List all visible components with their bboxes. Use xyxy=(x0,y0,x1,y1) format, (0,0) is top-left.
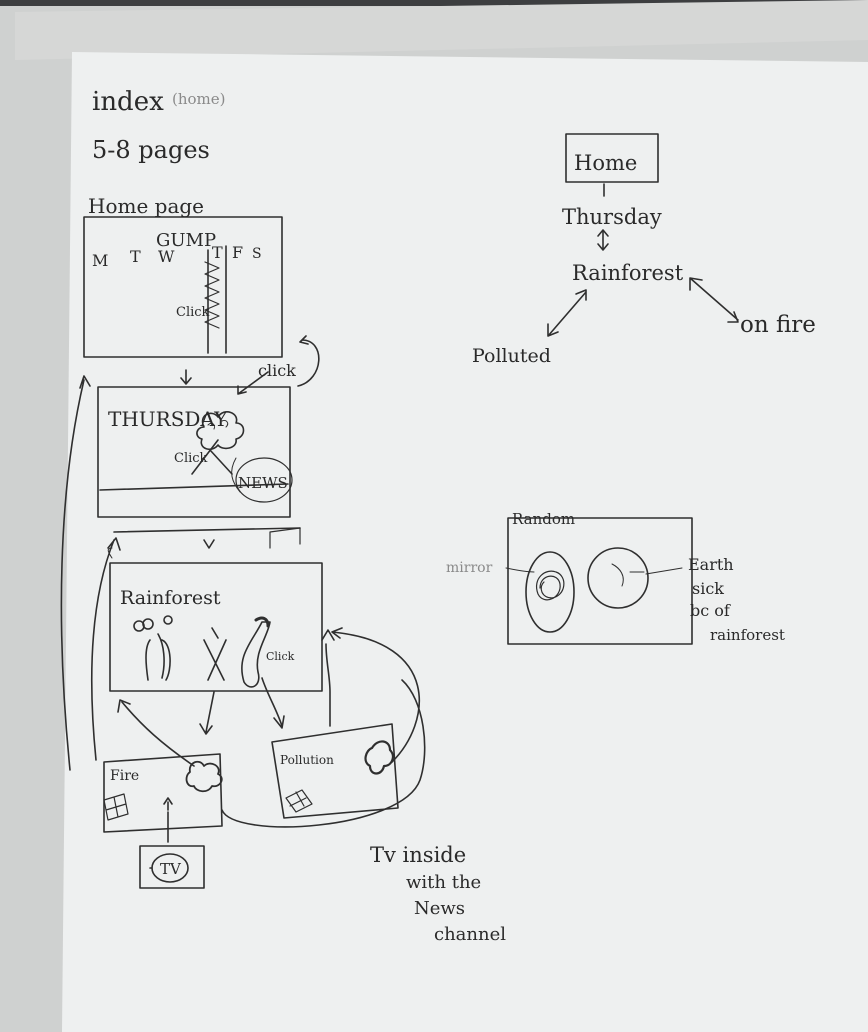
tv-note-line3: News xyxy=(414,898,465,919)
random-earth-line1: Earth xyxy=(688,555,734,574)
arrow-pollution-up xyxy=(321,629,335,727)
home-wireframe-title: GUMP xyxy=(156,230,216,251)
pollution-window-icon xyxy=(285,789,313,813)
home-day-t: T xyxy=(130,247,141,266)
tv-note-line1: Tv inside xyxy=(370,843,466,867)
thursday-news-circle xyxy=(235,457,293,503)
thursday-click: Click xyxy=(174,451,208,466)
random-earth-circle xyxy=(587,547,649,609)
tree-top-3 xyxy=(163,615,173,625)
sitemap-arrow-rainforest-onfire xyxy=(689,277,739,323)
sitemap-polluted: Polluted xyxy=(472,345,551,367)
arrow-rainforest-to-pollution xyxy=(261,677,285,729)
arrow-fire-loop xyxy=(221,679,426,828)
home-day-thursday: T xyxy=(212,243,223,262)
arrow-home-to-thursday xyxy=(180,369,192,385)
arrow-rainforest-to-fire xyxy=(199,691,215,735)
note-home-page: Home page xyxy=(88,194,204,218)
arrow-click-to-thursday xyxy=(237,371,269,395)
home-click-center: Click xyxy=(176,305,210,320)
thursday-cloud-icon xyxy=(196,411,245,451)
arrow-tv-to-fire xyxy=(163,797,173,811)
home-day-m: M xyxy=(92,251,108,270)
pollution-wireframe-box xyxy=(271,723,399,819)
sitemap-arrow-rainforest-polluted xyxy=(547,289,587,337)
random-earth-line3: bc of xyxy=(690,601,731,620)
random-earth-line4: rainforest xyxy=(710,626,785,644)
arrow-loop-back-home xyxy=(297,335,320,387)
fire-wireframe-title: Fire xyxy=(110,768,139,784)
random-mirror-oval xyxy=(525,551,575,633)
sitemap-on-fire: on fire xyxy=(740,312,816,338)
home-day-f: F xyxy=(232,243,243,262)
sitemap-home: Home xyxy=(574,151,637,175)
tv-note-line2: with the xyxy=(406,872,481,893)
rainforest-animal-left xyxy=(145,633,171,681)
rainforest-outer-top xyxy=(113,527,301,533)
random-earth-line2: sick xyxy=(692,579,724,598)
random-title: Random xyxy=(512,510,575,528)
arrow-fire-to-thursday xyxy=(90,537,121,761)
pollution-wireframe-title: Pollution xyxy=(280,753,334,767)
rainforest-right-tab xyxy=(269,527,301,549)
rainforest-wireframe-title: Rainforest xyxy=(120,587,221,609)
fire-wireframe-box xyxy=(103,753,223,833)
rainforest-wireframe-box xyxy=(109,562,323,692)
rainforest-click: Click xyxy=(266,650,295,663)
arrow-thursday-to-rainforest xyxy=(203,539,215,549)
thursday-wireframe-box xyxy=(97,386,291,518)
tv-note-line4: channel xyxy=(434,924,506,945)
thursday-wireframe-title: THURSDAY xyxy=(108,407,228,431)
home-wireframe-box xyxy=(83,216,283,358)
fire-window-icon xyxy=(103,793,129,821)
home-day-s: S xyxy=(252,246,262,262)
paper-sheet xyxy=(62,52,868,1032)
sitemap-home-box xyxy=(565,133,659,183)
home-click-right: click xyxy=(258,361,296,380)
paper-top-shadow xyxy=(15,0,868,60)
random-mirror-pointer xyxy=(505,567,535,573)
tree-top-2 xyxy=(142,618,154,630)
note-index: index xyxy=(92,87,164,117)
arrow-fire-to-home xyxy=(60,375,91,771)
tv-wireframe-box xyxy=(139,845,205,889)
pollution-smoke-icon xyxy=(364,740,394,775)
random-earth-marks xyxy=(611,563,645,587)
random-earth-pointer xyxy=(645,567,683,575)
rainforest-flame-shape xyxy=(241,621,271,688)
random-scribble xyxy=(536,570,565,601)
thursday-news: NEWS xyxy=(238,474,288,492)
sitemap-rainforest: Rainforest xyxy=(572,261,684,285)
tv-label: TV xyxy=(160,860,182,878)
thursday-click-lines xyxy=(191,439,233,475)
random-mirror-label: mirror xyxy=(446,560,493,576)
fire-cloud-icon xyxy=(185,760,223,793)
home-zigzag-scroll xyxy=(204,261,220,329)
home-day-w: W xyxy=(158,247,175,266)
sitemap-arrow-thursday-rainforest xyxy=(597,229,609,251)
note-page-count: 5-8 pages xyxy=(92,136,210,164)
thursday-cloud-detail xyxy=(207,420,229,430)
note-index-crossed: (home) xyxy=(172,90,226,108)
rainforest-cross-tree xyxy=(203,627,227,681)
sitemap-thursday: Thursday xyxy=(562,205,662,229)
arrow-fire-to-rainforest xyxy=(117,699,195,767)
thursday-divider xyxy=(99,483,289,491)
arrow-pollution-to-rainforest xyxy=(331,627,420,763)
thursday-news-pointer xyxy=(231,457,241,493)
rainforest-flame-tip xyxy=(254,616,270,628)
random-wireframe-box xyxy=(507,517,693,645)
